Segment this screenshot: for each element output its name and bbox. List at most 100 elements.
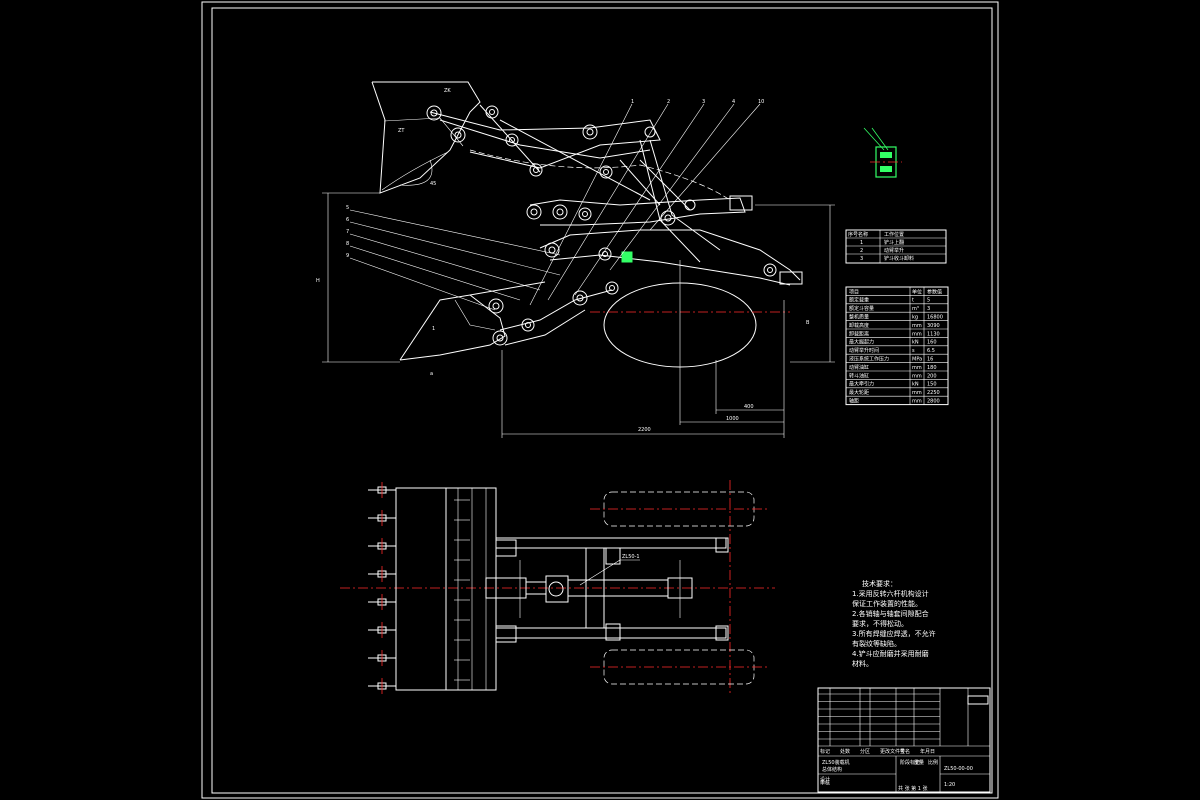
balloon-4: 4	[732, 99, 735, 105]
params-table-cell: 150	[927, 382, 937, 388]
small-table-cell: 序号名称	[848, 231, 868, 238]
params-table-cell: 180	[927, 365, 937, 371]
params-table-cell: s	[912, 348, 915, 354]
params-table-cell: 卸载高度	[849, 322, 869, 329]
balloon-numbers: 1 2 3 4 10 5 6 7 8 9	[346, 99, 764, 259]
params-table-cell: 3090	[927, 323, 940, 329]
drawing-number: ZL50-00-00	[944, 766, 973, 772]
params-table-cell: 最大掘起力	[849, 339, 874, 346]
dim-height: H	[316, 278, 320, 284]
params-table-cell: 160	[927, 340, 937, 346]
top-view: ZL50-1	[340, 480, 775, 696]
drawing-subtitle: 总体结构	[822, 766, 842, 773]
balloon-1: 1	[631, 99, 634, 105]
drawing-scale: 1:20	[944, 782, 955, 788]
section-detail	[863, 127, 902, 178]
dim-vertical: B	[806, 320, 810, 326]
bucket-ribs	[454, 488, 487, 690]
params-table-cell: t	[912, 298, 914, 304]
balloon-6: 6	[346, 217, 349, 223]
leader-lines	[349, 103, 761, 311]
sheet-count: 共 张 第 1 张	[898, 785, 928, 792]
params-table-cell: kg	[912, 315, 918, 321]
params-table-cell: kN	[912, 382, 919, 388]
params-table-cell: mm	[912, 373, 922, 379]
params-table-cell: mm	[912, 399, 922, 405]
params-table-cell: mm	[912, 390, 922, 396]
small-table-cell: 2	[860, 248, 863, 254]
title-label: 比例	[928, 759, 938, 766]
note-line: 2.各销轴与轴套间隙配合	[852, 609, 929, 618]
angle-mark-45: 45	[430, 181, 436, 187]
dimensions: H B 400 1000 2200	[316, 192, 835, 438]
dim-c: 2200	[638, 427, 651, 433]
params-table-cell: 16	[927, 357, 933, 363]
raised-linkage	[426, 104, 731, 201]
small-table-cell: 1	[860, 240, 863, 246]
params-table-cell: mm	[912, 323, 922, 329]
params-table-cell: 动臂举升时间	[849, 347, 879, 354]
title-label: 阶段标记	[900, 759, 920, 766]
balloon-7: 7	[346, 229, 349, 235]
params-table-cell: 200	[927, 373, 937, 379]
ground-bucket: 1 a	[399, 281, 619, 377]
dim-a: 400	[744, 404, 754, 410]
balloon-10: 10	[758, 99, 764, 105]
note-line: 有裂纹等缺陷。	[852, 639, 901, 648]
position-table: 序号名称 工作位置 1 铲斗上翻 2 动臂举升 3 铲斗收斗卸料	[845, 229, 947, 264]
title-label: 设计	[820, 776, 830, 783]
title-label: 处数	[840, 748, 850, 755]
ground-bucket-label: 1	[432, 326, 435, 332]
params-table-cell: 最大轮距	[849, 389, 869, 396]
params-table-cell: 卸载距离	[849, 330, 869, 337]
params-table-cell: 单位	[912, 288, 922, 295]
balloon-2: 2	[667, 99, 670, 105]
params-table-cell: 转斗油缸	[849, 372, 869, 379]
params-table-cell: m³	[912, 306, 919, 312]
params-table-cell: 2250	[927, 390, 940, 396]
title-label: 审核	[820, 780, 830, 787]
title-label: 标记	[820, 748, 830, 755]
params-table-cell: 动臂油缸	[849, 364, 869, 371]
params-table-cell: 16800	[927, 315, 943, 321]
params-table-cell: 参数值	[927, 288, 942, 295]
params-table-cell: 额定载重	[849, 297, 869, 304]
params-table-cell: 6.5	[927, 348, 935, 354]
mid-linkage	[526, 139, 803, 286]
title-label: 年月日	[920, 748, 935, 755]
balloon-5: 5	[346, 205, 349, 211]
title-block: ZL50装载机 总体结构 ZL50-00-00 1:20 共 张 第 1 张 标…	[817, 687, 991, 793]
params-table-cell: mm	[912, 365, 922, 371]
bucket-teeth	[368, 482, 396, 694]
drawing-title: ZL50装载机	[822, 759, 850, 766]
small-table-cell: 铲斗上翻	[884, 239, 904, 246]
params-table-cell: 最大牵引力	[849, 381, 874, 388]
inner-border	[211, 7, 993, 794]
raised-bucket: ZK ZT 45	[371, 81, 481, 194]
highlighted-cylinder	[621, 251, 633, 263]
dim-b: 1000	[726, 416, 739, 422]
params-table-cell: 2800	[927, 399, 940, 405]
params-table-cell: kN	[912, 340, 919, 346]
balloon-3: 3	[702, 99, 705, 105]
note-line: 保证工作装置的性能。	[852, 599, 922, 608]
small-table-cell: 3	[860, 256, 863, 262]
angle-mark-zk: ZK	[444, 88, 451, 94]
small-table-cell: 铲斗收斗卸料	[884, 255, 914, 262]
params-table-cell: 轴距	[849, 398, 859, 405]
params-table-cell: 液压系统工作压力	[849, 356, 889, 363]
notes-title: 技术要求：	[862, 579, 897, 588]
params-table-cell: 额定斗容量	[849, 305, 874, 312]
note-line: 材料。	[852, 659, 873, 668]
small-table-cell: 工作位置	[884, 231, 904, 238]
angle-mark-zt: ZT	[398, 128, 405, 134]
params-table-cell: MPa	[912, 357, 922, 363]
balloon-9: 9	[346, 253, 349, 259]
title-label: 重量	[914, 759, 924, 766]
note-line: 1.采用反转六杆机构设计	[852, 589, 929, 598]
params-table-cell: 1130	[927, 331, 940, 337]
note-line: 3.所有焊缝应焊透，不允许	[852, 629, 936, 638]
side-view: ZK ZT 45	[316, 81, 835, 438]
